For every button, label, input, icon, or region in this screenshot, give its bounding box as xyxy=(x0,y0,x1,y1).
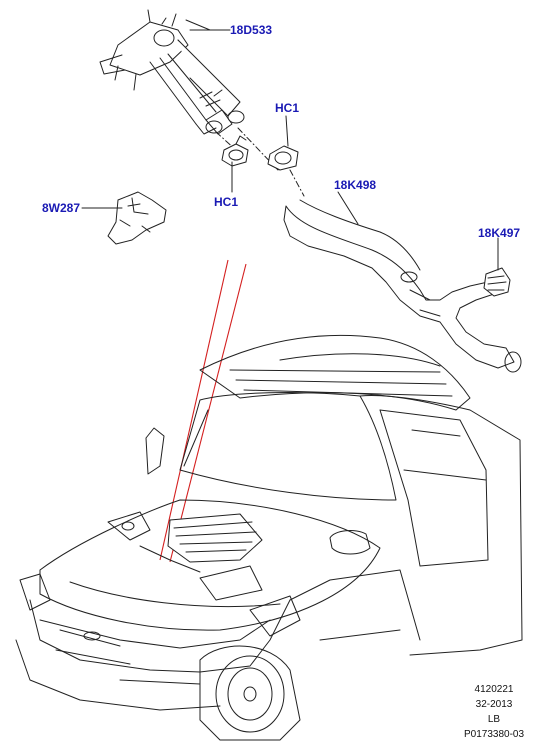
callout-8w287: 8W287 xyxy=(42,201,81,215)
callout-18k497: 18K497 xyxy=(478,226,521,240)
axis-line-3 xyxy=(289,169,305,197)
hose-clip-right xyxy=(267,145,299,171)
hose-18k498 xyxy=(283,199,522,373)
connector-18k497 xyxy=(483,267,511,297)
callout-hc1-upper: HC1 xyxy=(275,101,300,115)
vehicle-illustration xyxy=(15,334,523,741)
callout-18d533: 18D533 xyxy=(230,23,273,37)
heater-valve-assembly xyxy=(99,9,245,135)
leader-18k498 xyxy=(337,191,359,225)
footer-illustration-id: P0173380-03 xyxy=(463,729,525,740)
leader-hc1-upper xyxy=(285,115,289,147)
callout-hc1-lower: HC1 xyxy=(214,195,239,209)
footer-code: 4120221 xyxy=(474,684,514,695)
callout-18k498: 18K498 xyxy=(334,178,377,192)
footer-drive: LB xyxy=(487,714,501,725)
locator-lines xyxy=(159,259,247,563)
footer-section: 32-2013 xyxy=(475,699,513,710)
hose-clip-left xyxy=(221,135,249,167)
bracket-8w287 xyxy=(107,191,167,245)
